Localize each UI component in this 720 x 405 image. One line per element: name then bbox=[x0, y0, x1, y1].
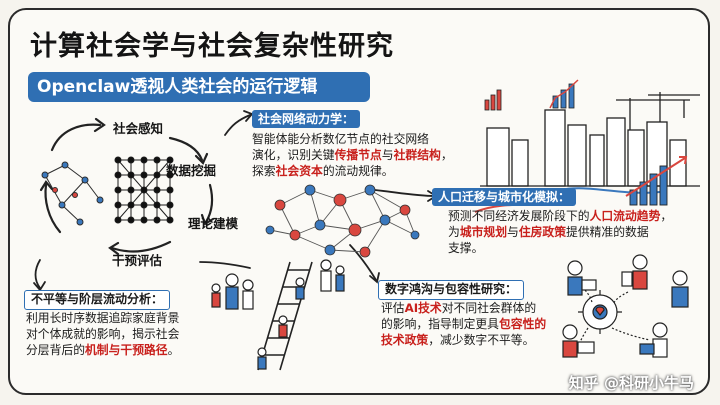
arrowhead bbox=[93, 117, 106, 133]
text-segment: 与 bbox=[507, 225, 519, 239]
network-panel-heading: 社会网络动力学： bbox=[252, 110, 361, 128]
highlight-term: 传播节点 bbox=[334, 148, 382, 162]
arrowhead bbox=[194, 152, 209, 165]
watermark: 知乎 @科研小牛马 bbox=[568, 374, 694, 392]
text-line: 为城市规划与住房政策提供精准的数据 bbox=[448, 224, 672, 240]
inequality-panel-heading: 不平等与阶层流动分析： bbox=[24, 290, 171, 310]
arrowhead bbox=[108, 241, 120, 256]
text-line: 利用长时序数据追踪家庭背景 bbox=[26, 310, 179, 326]
cycle-step-intervention: 干预评估 bbox=[112, 253, 163, 268]
page-title: 计算社会学与社会复杂性研究 bbox=[30, 31, 394, 62]
growth-bar-chart bbox=[625, 156, 688, 206]
highlight-term: 住房政策 bbox=[518, 225, 567, 239]
text-line: 评估AI技术对不同社会群体的 bbox=[381, 300, 546, 316]
text-line: 探索社会资本的流动规律。 bbox=[252, 163, 453, 179]
text-segment: ， bbox=[440, 148, 453, 162]
text-segment: 利用长时序数据追踪家庭背景 bbox=[26, 311, 180, 325]
text-segment: 对不同社会群体的 bbox=[441, 301, 537, 315]
text-segment: ，减少数字不平等。 bbox=[428, 333, 535, 347]
text-line: 的影响，指导制定更具包容性的 bbox=[381, 316, 546, 332]
text-segment: 探索 bbox=[252, 164, 276, 178]
text-segment: 提供精准的数据 bbox=[566, 225, 649, 239]
cycle-arrow-bottom bbox=[110, 240, 172, 253]
text-line: 支撑。 bbox=[448, 240, 672, 256]
text-segment: ， bbox=[660, 209, 673, 223]
highlight-term: 技术政策 bbox=[381, 333, 429, 347]
digital-panel-text: 评估AI技术对不同社会群体的的影响，指导制定更具包容性的技术政策，减少数字不平等… bbox=[381, 300, 546, 348]
highlight-term: 人口流动趋势 bbox=[589, 209, 661, 223]
mini-bar-chart-top bbox=[484, 79, 579, 111]
social-network-graph bbox=[265, 184, 420, 258]
text-line: 对个体成就的影响，揭示社会 bbox=[26, 326, 179, 342]
cycle-step-mining: 数据挖掘 bbox=[166, 163, 217, 178]
text-line: 分层背后的机制与干预路径。 bbox=[26, 342, 179, 358]
highlight-term: 包容性的 bbox=[498, 317, 547, 331]
highlight-term: 城市规划 bbox=[459, 225, 508, 239]
text-segment: 评估 bbox=[381, 301, 405, 315]
cycle-arrow-right bbox=[204, 183, 214, 224]
text-segment: 的流动规律。 bbox=[322, 164, 394, 178]
cycle-arrows bbox=[39, 117, 215, 256]
cycle-step-modeling: 理论建模 bbox=[188, 216, 239, 231]
ladder-climbers bbox=[257, 277, 305, 370]
highlight-term: 机制与干预路径 bbox=[85, 343, 168, 357]
inequality-panel-text: 利用长时序数据追踪家庭背景对个体成就的影响，揭示社会分层背后的机制与干预路径。 bbox=[26, 310, 179, 358]
text-segment: 演化，识别关键 bbox=[252, 148, 335, 162]
text-segment: 支撑。 bbox=[448, 241, 484, 255]
digital-people bbox=[562, 254, 689, 358]
highlight-term: AI技术 bbox=[404, 301, 442, 315]
migration-panel-text: 预测不同经济发展阶段下的人口流动趋势，为城市规划与住房政策提供精准的数据支撑。 bbox=[448, 208, 672, 256]
cycle-small-network bbox=[41, 161, 104, 226]
highlight-term: 社群结构 bbox=[393, 148, 441, 162]
connector-arrows bbox=[33, 110, 438, 292]
arrowhead bbox=[39, 180, 54, 192]
migration-panel-heading: 人口迁移与城市化模拟： bbox=[432, 188, 577, 206]
city-skyline bbox=[469, 92, 700, 213]
text-segment: 对个体成就的影响，揭示社会 bbox=[26, 327, 180, 341]
family-group bbox=[211, 259, 345, 310]
digital-panel-heading: 数字鸿沟与包容性研究： bbox=[378, 280, 525, 300]
text-line: 智能体能分析数亿节点的社交网络 bbox=[252, 131, 453, 147]
text-segment: 智能体能分析数亿节点的社交网络 bbox=[252, 132, 429, 146]
text-line: 技术政策，减少数字不平等。 bbox=[381, 332, 546, 348]
text-segment: 。 bbox=[167, 343, 180, 357]
network-panel-text: 智能体能分析数亿节点的社交网络演化，识别关键传播节点与社群结构，探索社会资本的流… bbox=[252, 131, 453, 179]
arrowhead bbox=[200, 213, 215, 226]
text-segment: 的影响，指导制定更具 bbox=[381, 317, 499, 331]
cycle-dense-network bbox=[114, 156, 174, 224]
cycle-arrow-top-left bbox=[50, 123, 102, 152]
text-segment: 分层背后的 bbox=[26, 343, 85, 357]
highlight-term: 社会资本 bbox=[275, 164, 323, 178]
cycle-step-sensing: 社会感知 bbox=[113, 121, 164, 136]
text-segment: 与 bbox=[381, 148, 394, 162]
text-segment: 为 bbox=[448, 225, 460, 239]
text-line: 演化，识别关键传播节点与社群结构， bbox=[252, 147, 453, 163]
subtitle-banner: Openclaw透视人类社会的运行逻辑 bbox=[28, 72, 370, 102]
text-segment: 预测不同经济发展阶段下的 bbox=[448, 209, 590, 223]
cycle-arrow-top-right bbox=[168, 136, 204, 162]
cycle-arrow-left bbox=[44, 183, 62, 234]
text-line: 预测不同经济发展阶段下的人口流动趋势， bbox=[448, 208, 672, 224]
